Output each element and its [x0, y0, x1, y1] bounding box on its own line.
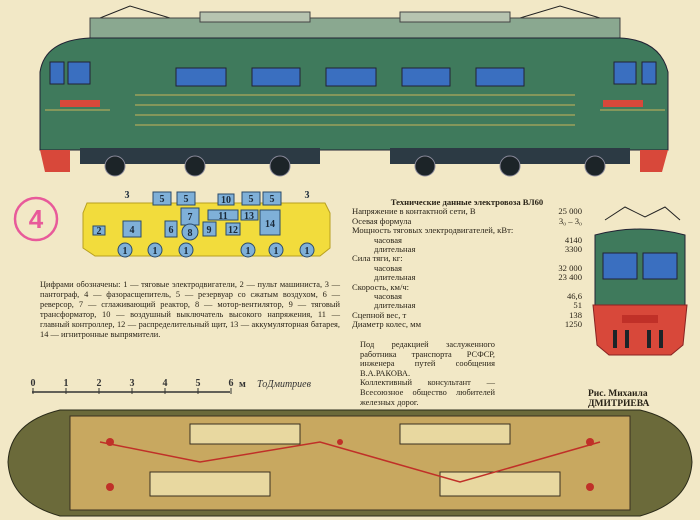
editor-note: Под редакцией заслуженного работника тра…	[360, 340, 495, 378]
spec-row: часовая 46,6	[352, 291, 582, 302]
scale-tick-label: 4	[163, 378, 168, 389]
technical-specs: Технические данные электровоза ВЛ60 Напр…	[352, 197, 582, 330]
svg-text:1: 1	[305, 246, 310, 257]
spec-label: часовая	[374, 234, 402, 245]
legend-text: Цифрами обозначены: 1 — тяговые электрод…	[40, 280, 340, 339]
spec-row: часовая 4140	[352, 234, 582, 245]
svg-text:12: 12	[228, 225, 238, 236]
spec-label: Скорость, км/ч:	[352, 281, 410, 292]
spec-value: 51	[573, 300, 582, 311]
spec-value: 3₀ – 3₀	[558, 215, 582, 226]
svg-text:3: 3	[305, 190, 310, 201]
spec-row: Скорость, км/ч:	[352, 281, 582, 292]
svg-text:5: 5	[184, 194, 189, 205]
svg-text:2: 2	[97, 226, 102, 237]
spec-label: Мощность тяговых электродвигателей, кВт:	[352, 225, 514, 236]
locomotive-side-view	[39, 5, 669, 177]
scale-unit: м	[239, 379, 246, 390]
spec-label: Напряжение в контактной сети, В	[352, 206, 476, 217]
svg-text:11: 11	[218, 211, 227, 222]
scale-tick-label: 5	[196, 378, 201, 389]
locomotive-front-view	[592, 206, 688, 356]
spec-row: Мощность тяговых электродвигателей, кВт:	[352, 225, 582, 236]
svg-text:3: 3	[125, 190, 130, 201]
editorial-caption: Под редакцией заслуженного работника тра…	[360, 340, 495, 407]
spec-row: Диаметр колес, мм 1250	[352, 319, 582, 330]
spec-row: Осевая формула 3₀ – 3₀	[352, 215, 582, 226]
scale-tick-label: 2	[97, 378, 102, 389]
scale-tick-label: 1	[64, 378, 69, 389]
scale-tick-label: 3	[130, 378, 135, 389]
spec-value: 4140	[564, 234, 582, 245]
scale-tick-label: 6	[229, 378, 234, 389]
consultant-note: Коллективный консультант — Всесоюзное об…	[360, 378, 495, 407]
spec-label: Осевая формула	[352, 215, 412, 226]
svg-text:1: 1	[246, 246, 251, 257]
spec-row: длительная 51	[352, 300, 582, 311]
spec-value: 3300	[564, 244, 582, 255]
spec-value: 25 000	[558, 206, 582, 217]
spec-value: 1250	[564, 319, 582, 330]
spec-row: часовая 32 000	[352, 262, 582, 273]
svg-text:9: 9	[207, 225, 212, 236]
svg-text:6: 6	[169, 225, 174, 236]
specs-title: Технические данные электровоза ВЛ60	[390, 197, 544, 207]
spec-label: Сила тяги, кг:	[352, 253, 403, 264]
svg-text:14: 14	[265, 219, 275, 230]
svg-text:4: 4	[29, 204, 44, 234]
spec-row: длительная 23 400	[352, 272, 582, 283]
svg-text:5: 5	[270, 194, 275, 205]
svg-text:1: 1	[153, 246, 158, 257]
spec-label: Диаметр колес, мм	[352, 319, 422, 330]
svg-text:10: 10	[221, 195, 231, 206]
svg-text:5: 5	[160, 194, 165, 205]
spec-label: часовая	[374, 291, 402, 302]
svg-text:4: 4	[130, 225, 135, 236]
locomotive-plan-view	[7, 409, 693, 517]
spec-value: 138	[569, 309, 582, 320]
spec-value: 23 400	[558, 272, 582, 283]
spec-row: длительная 3300	[352, 244, 582, 255]
spec-label: длительная	[374, 272, 416, 283]
figure-number-badge: 4	[13, 196, 59, 242]
spec-label: длительная	[374, 244, 416, 255]
scale-bar: 0 1 2 3 4 5 6 м ТоДмитриев	[31, 378, 312, 394]
spec-row: Напряжение в контактной сети, В 25 000	[352, 206, 582, 217]
svg-text:8: 8	[188, 228, 193, 239]
svg-text:1: 1	[274, 246, 279, 257]
pantograph	[99, 5, 601, 19]
spec-label: длительная	[374, 300, 416, 311]
spec-label: Сцепной вес, т	[352, 309, 407, 320]
svg-text:5: 5	[249, 194, 254, 205]
spec-row: Сила тяги, кг:	[352, 253, 582, 264]
svg-text:7: 7	[188, 212, 193, 223]
illustration-credit: Рис. Михаила ДМИТРИЕВА	[588, 389, 650, 409]
spec-value: 46,6	[566, 291, 582, 302]
svg-text:1: 1	[184, 246, 189, 257]
svg-text:13: 13	[244, 211, 254, 222]
spec-row: Сцепной вес, т 138	[352, 309, 582, 320]
spec-value: 32 000	[558, 262, 582, 273]
spec-label: часовая	[374, 262, 402, 273]
scale-tick-label: 0	[31, 378, 36, 389]
artist-signature: ТоДмитриев	[257, 379, 312, 390]
svg-text:1: 1	[123, 246, 128, 257]
wheels	[104, 155, 606, 177]
